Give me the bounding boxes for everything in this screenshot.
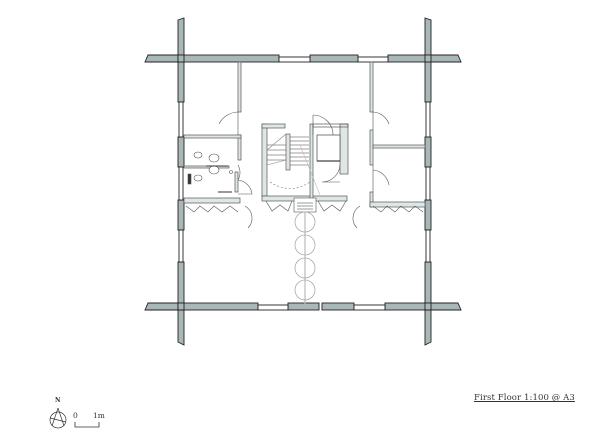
scale-end-label: 1m — [93, 411, 105, 420]
lift — [316, 134, 341, 162]
rooflight-circles — [294, 211, 316, 305]
interior-walls — [183, 61, 426, 208]
bottom-wall — [144, 302, 462, 311]
left-wall — [177, 17, 185, 346]
scale-start-label: 0 — [73, 411, 78, 420]
scale-bar — [74, 422, 100, 428]
bathroom-fixtures — [187, 151, 233, 193]
side-windows — [178, 101, 431, 263]
north-arrow-icon — [49, 407, 67, 429]
bottom-windows — [257, 304, 386, 311]
wardrobes — [185, 197, 424, 213]
north-label: N — [55, 397, 61, 404]
staircase — [266, 133, 321, 196]
drawing-title: First Floor 1:100 @ A3 — [474, 393, 575, 403]
doors — [218, 111, 390, 229]
